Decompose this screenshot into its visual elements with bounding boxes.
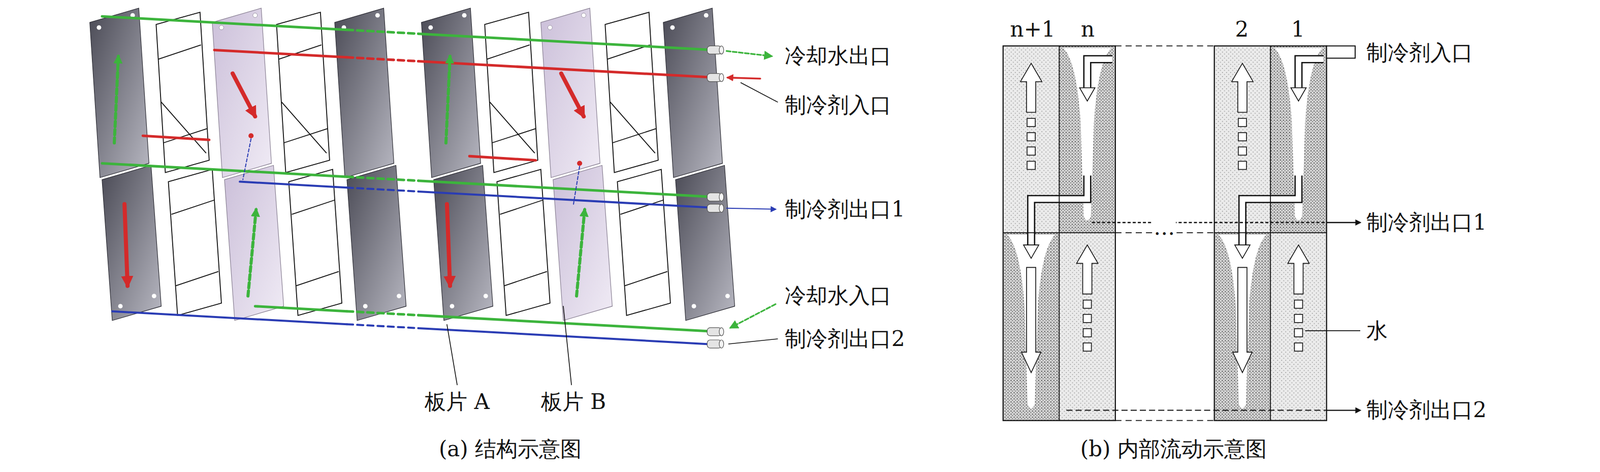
connector-line — [1305, 330, 1361, 332]
pipe-line — [346, 57, 419, 62]
pipe-line — [346, 324, 419, 329]
pipe-line — [346, 176, 419, 181]
plate-a — [421, 8, 494, 321]
column-number: 2 — [1234, 17, 1251, 42]
plate-stack — [89, 8, 735, 321]
column-number: n — [1079, 17, 1096, 42]
flow-arrow — [445, 55, 451, 143]
leader-line — [730, 304, 776, 328]
ellipsis-mark: … — [1152, 215, 1176, 240]
leader-line — [728, 338, 778, 344]
leader-line — [726, 208, 776, 210]
pipe-line — [346, 187, 419, 192]
pipe-line — [102, 16, 715, 50]
flow-arrow — [573, 166, 580, 204]
flow-arrow — [247, 209, 256, 297]
part-label: 板片 A — [423, 389, 491, 414]
port-nozzle — [707, 45, 724, 54]
plate-b — [540, 8, 613, 321]
leader-line — [563, 306, 572, 386]
pipe-line — [142, 135, 536, 160]
flow-arrow — [577, 160, 583, 166]
callout-label: 水 — [1365, 318, 1389, 343]
flow-arrow — [446, 204, 451, 286]
plate-b — [212, 8, 284, 321]
pipe-line — [112, 311, 715, 345]
callout-label: 制冷剂出口2 — [783, 326, 907, 351]
part-label: 板片 B — [539, 389, 607, 414]
flow-arrow — [114, 55, 585, 296]
column-number: n+1 — [1009, 17, 1057, 42]
leader-line — [446, 324, 458, 386]
callout-label: 制冷剂入口 — [783, 92, 893, 118]
pipe-line — [214, 49, 715, 78]
port-nozzle — [707, 204, 724, 213]
end-plate — [663, 8, 735, 321]
flow-arrow — [232, 73, 255, 117]
connector-line — [1066, 45, 1361, 421]
gasket-frame — [604, 12, 671, 316]
callout-label: 制冷剂出口2 — [1365, 397, 1488, 423]
leader-line — [446, 50, 778, 385]
callout-label: 制冷剂出口1 — [1365, 210, 1488, 235]
connector-line — [1326, 409, 1361, 411]
flow-arrow — [248, 133, 254, 139]
leader-line — [741, 82, 778, 103]
gasket-frame — [155, 12, 222, 316]
pipe-line — [346, 311, 419, 316]
channel-group — [1214, 45, 1327, 421]
pipe-line — [239, 181, 715, 208]
connector-line — [1066, 409, 1327, 411]
channel-group — [1003, 45, 1327, 421]
flow-arrow — [242, 138, 251, 180]
callout-label: 冷却水入口 — [783, 283, 893, 308]
callout-label: 冷却水出口 — [783, 43, 893, 69]
callout-label: 制冷剂出口1 — [783, 197, 907, 222]
connector-line — [1115, 420, 1215, 422]
pipe-line — [254, 306, 715, 332]
gasket-frame — [484, 12, 551, 316]
channel-group — [1003, 45, 1116, 421]
pipe-line — [346, 29, 419, 35]
pipe-line — [102, 16, 715, 345]
pipe-line — [102, 163, 715, 197]
leader-line — [727, 77, 760, 79]
port-nozzle — [707, 45, 724, 348]
port-nozzle — [707, 73, 724, 82]
callout-label: 制冷剂入口 — [1365, 40, 1475, 66]
plate-a — [334, 8, 407, 321]
port-nozzle — [707, 339, 724, 348]
connector-line — [1092, 221, 1327, 223]
leader-line — [726, 50, 772, 56]
flow-arrow — [561, 73, 584, 117]
flow-arrow — [114, 55, 119, 143]
connector-line — [1115, 45, 1215, 47]
column-number: 1 — [1290, 17, 1306, 42]
flow-arrow — [124, 204, 128, 286]
flow-arrow — [576, 209, 585, 297]
subfigure-caption: (a) 结构示意图 — [437, 436, 583, 462]
drawing — [89, 8, 1361, 421]
subfigure-caption: (b) 内部流动示意图 — [1079, 436, 1268, 462]
connector-line — [1326, 45, 1356, 58]
connector-line — [1326, 221, 1361, 223]
port-nozzle — [707, 193, 724, 202]
port-nozzle — [707, 327, 724, 336]
